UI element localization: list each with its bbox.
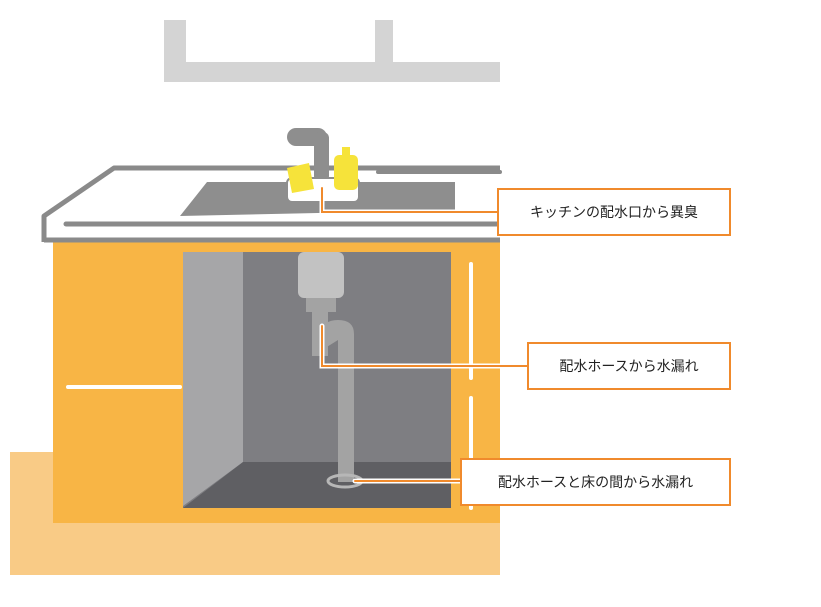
drain-pipe-icon: [298, 252, 354, 482]
callout-leaders: [319, 185, 530, 484]
callout-hose-leak-label: 配水ホースから水漏れ: [559, 359, 699, 375]
callout-hose-floor-leak: 配水ホースと床の間から水漏れ: [460, 458, 731, 506]
callout-hose-leak: 配水ホースから水漏れ: [527, 342, 731, 390]
callout-hose-floor-leak-label: 配水ホースと床の間から水漏れ: [497, 475, 694, 491]
callout-drain-odor-label: キッチンの配水口から異臭: [530, 205, 698, 221]
detergent-bottle-icon: [334, 147, 358, 190]
wall-cabinet-frame: [164, 20, 500, 82]
cabinet-interior: [183, 252, 451, 508]
callout-drain-odor: キッチンの配水口から異臭: [497, 188, 731, 236]
countertop: [41, 165, 503, 243]
sponge-icon: [287, 163, 314, 193]
